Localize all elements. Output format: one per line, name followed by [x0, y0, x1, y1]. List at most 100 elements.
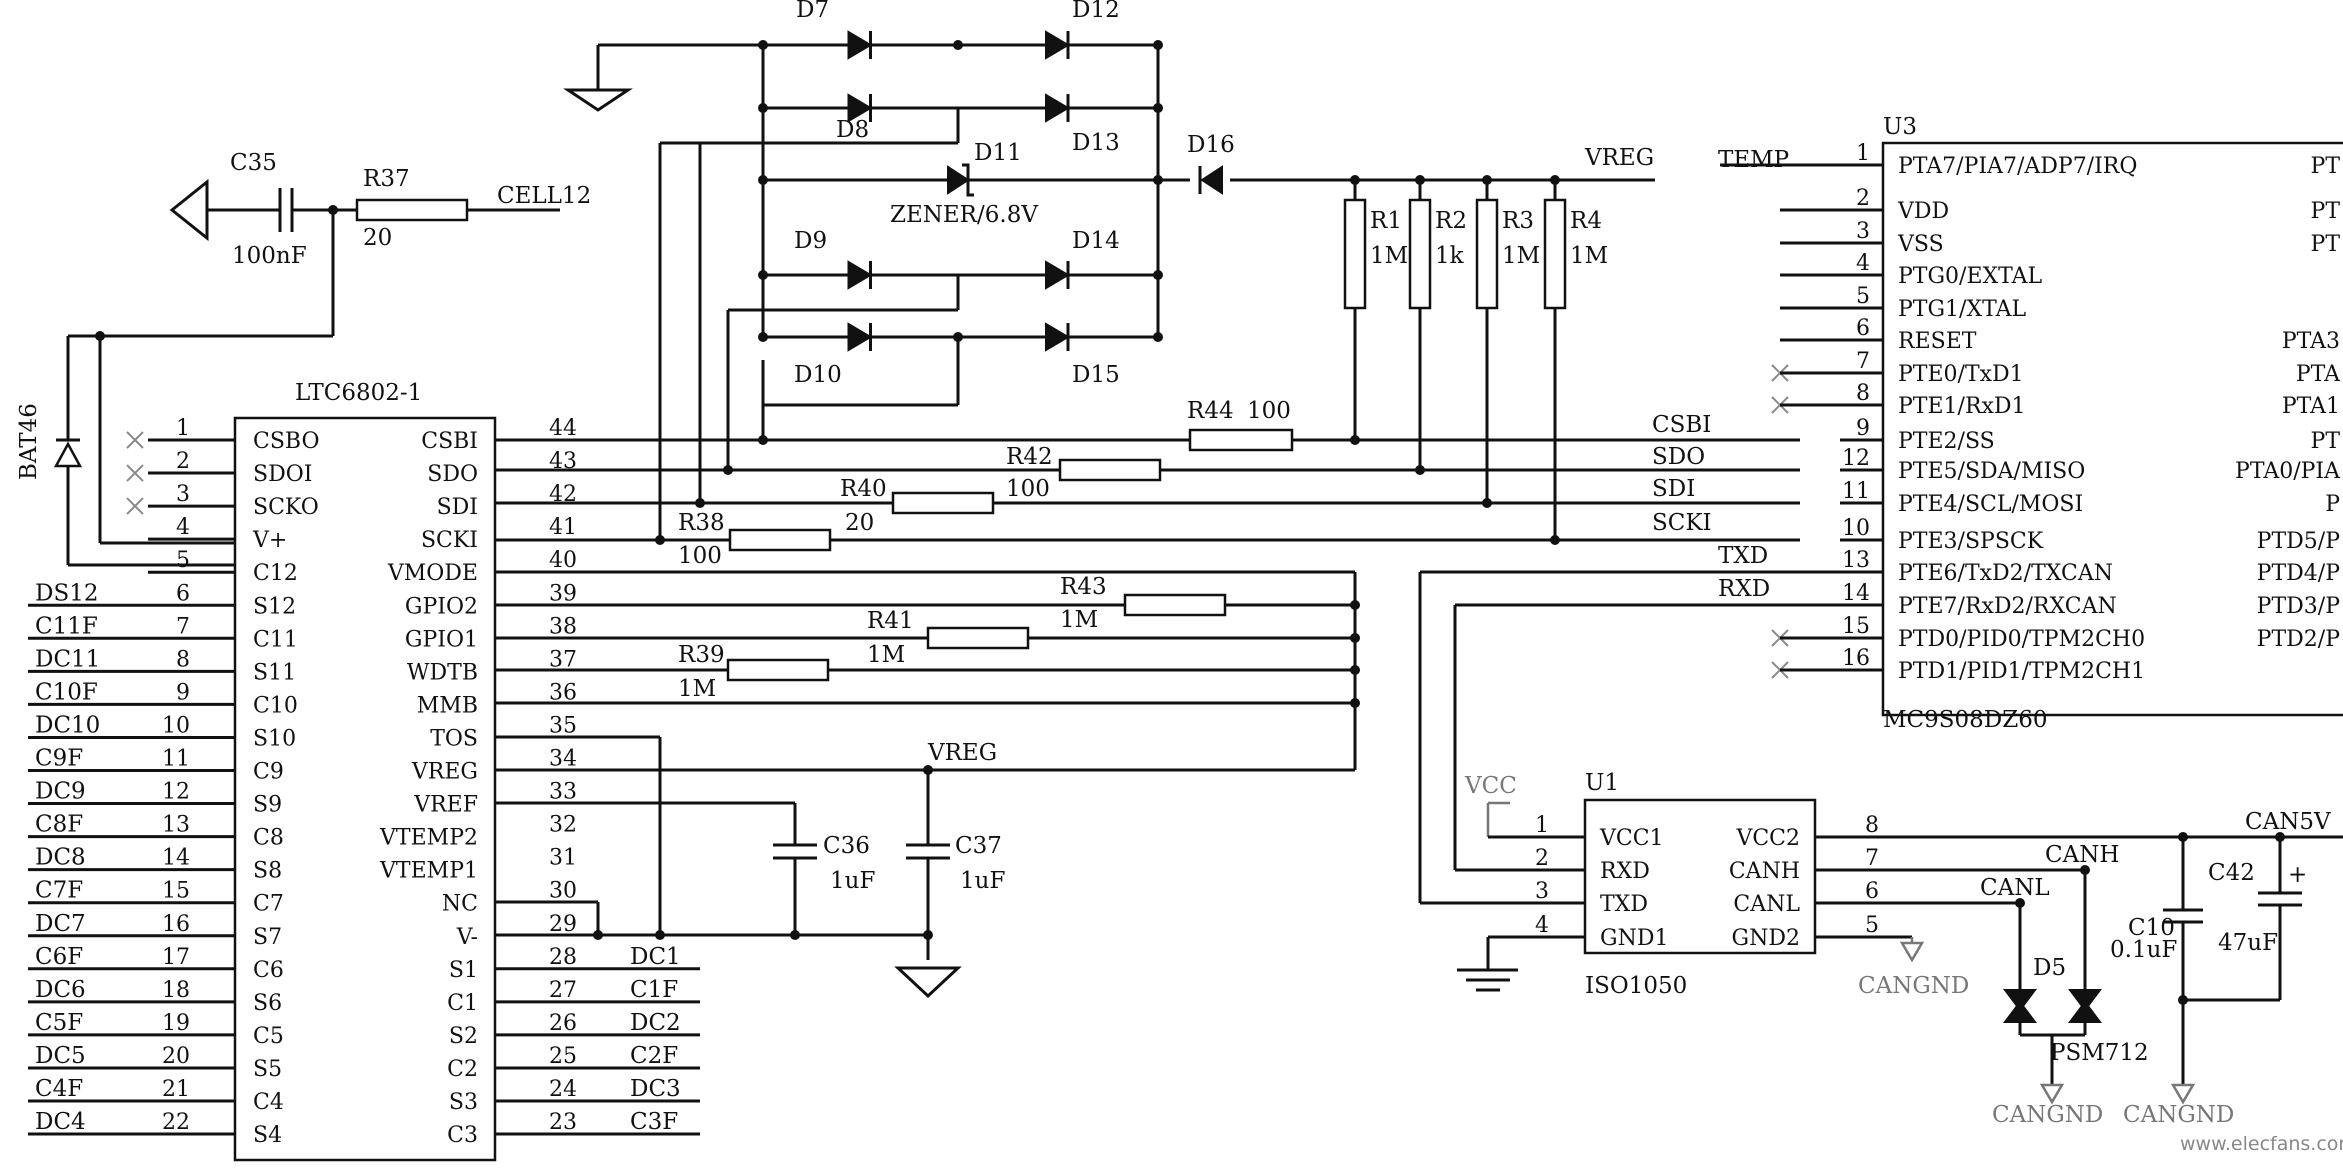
ltc-net-dc1: DC1 — [630, 944, 681, 970]
mcu-right-pin-2: PT — [2311, 199, 2341, 224]
mcu-pin-6: RESET — [1898, 329, 1977, 354]
d9-label: D9 — [794, 228, 827, 254]
cell-net-dc10: DC10 — [35, 712, 100, 738]
cell-net-ds12: DS12 — [35, 580, 98, 606]
cell-net-c5f: C5F — [35, 1010, 83, 1036]
c37-value: 1uF — [960, 868, 1005, 894]
ltc-pin-vref: VREF — [413, 793, 478, 818]
ltc-pin-num-34: 34 — [549, 747, 577, 772]
ltc-pin-scko: SCKO — [253, 495, 319, 520]
ltc-pin-num-17: 17 — [162, 945, 190, 970]
ltc-net-dc2: DC2 — [630, 1010, 681, 1036]
mcu-pin-num-2: 2 — [1856, 186, 1870, 211]
r38-ref: R38 — [678, 510, 725, 536]
ltc-pin-c2: C2 — [447, 1057, 478, 1082]
iso1050-ref-label: U1 — [1585, 770, 1619, 796]
ltc-pin-num-1: 1 — [176, 416, 190, 441]
csbi-net: CSBI — [1652, 412, 1711, 438]
ltc-pin-wdtb: WDTB — [407, 660, 478, 685]
mcu-right-pin-11: PTD4/P — [2257, 561, 2341, 586]
mcu-pin-9: PTE2/SS — [1898, 429, 1995, 454]
d14-label: D14 — [1072, 228, 1120, 254]
ltc-pin-num-24: 24 — [549, 1077, 577, 1102]
cell-net-c9f: C9F — [35, 746, 83, 772]
vreg-net-label: VREG — [927, 740, 997, 766]
mcu-right-pin-5: PTA — [2296, 362, 2341, 387]
ltc-net-c1f: C1F — [630, 977, 678, 1003]
can5v-net: CAN5V — [2245, 809, 2331, 835]
ltc-pin-v: V- — [456, 925, 478, 950]
iso-pin-vcc1: VCC1 — [1599, 826, 1664, 851]
cell-net-c11f: C11F — [35, 613, 98, 639]
ltc-pin-num-13: 13 — [162, 813, 190, 838]
c42-polarity: + — [2288, 862, 2307, 888]
ltc-pin-num-18: 18 — [162, 978, 190, 1003]
iso-pin-gnd1: GND1 — [1600, 926, 1668, 951]
ltc-pin-num-36: 36 — [549, 680, 577, 705]
cell-net-dc4: DC4 — [35, 1109, 86, 1135]
temp-net: TEMP — [1718, 147, 1789, 173]
decoupling-caps — [495, 735, 962, 999]
ltc-pin-c7: C7 — [253, 892, 284, 917]
ltc-pin-num-9: 9 — [176, 680, 190, 705]
ltc-pin-num-21: 21 — [162, 1077, 190, 1102]
ltc-pin-num-12: 12 — [162, 780, 190, 805]
d12-diode — [1045, 30, 1070, 60]
canl-net: CANL — [1980, 875, 2050, 901]
d11-label: D11 — [974, 140, 1022, 166]
mcu-right-pin-8: PTA0/PIA — [2235, 459, 2341, 484]
c35-r37-network: C35 100nF R37 20 CELL12 — [68, 150, 591, 341]
ltc-pin-num-33: 33 — [549, 780, 577, 805]
ltc-net-dc3: DC3 — [630, 1076, 681, 1102]
iso-pin-rxd: RXD — [1600, 859, 1650, 884]
ltc-pin-num-11: 11 — [162, 747, 190, 772]
cell-net-c10f: C10F — [35, 679, 98, 705]
ltc-pin-num-30: 30 — [549, 879, 577, 904]
ltc-pin-mmb: MMB — [417, 693, 478, 718]
mcu-pin-num-16: 16 — [1842, 646, 1870, 671]
ltc-pin-nc: NC — [442, 892, 478, 917]
ltc6802-chip-body — [233, 416, 497, 1162]
mcu-pin-num-1: 1 — [1856, 141, 1870, 166]
mcu-pin-num-7: 7 — [1856, 349, 1870, 374]
ltc-pin-num-32: 32 — [549, 813, 577, 838]
iso-pin-num-2: 2 — [1535, 846, 1549, 871]
ltc-pin-num-27: 27 — [549, 978, 577, 1003]
cell-net-c7f: C7F — [35, 878, 83, 904]
r40-value: 20 — [845, 510, 874, 536]
d12-label: D12 — [1072, 0, 1120, 23]
mcu-right-pin-10: PTD5/P — [2257, 529, 2341, 554]
mcu-pin-12: PTE5/SDA/MISO — [1898, 459, 2085, 484]
sdo-net: SDO — [1652, 444, 1705, 470]
ltc-pin-s6: S6 — [253, 991, 282, 1016]
mcu-wiring — [1418, 163, 1883, 905]
mcu-pin-3: VSS — [1897, 232, 1944, 257]
r37-ref: R37 — [363, 166, 410, 192]
ltc-pin-vtemp2: VTEMP2 — [379, 826, 478, 851]
ltc-pin-vreg: VREG — [411, 760, 478, 785]
iso-pin-gnd2: GND2 — [1732, 926, 1800, 951]
r43-ref: R43 — [1060, 574, 1107, 600]
mcu-right-pin-3: PT — [2311, 232, 2341, 257]
c42-ref: C42 — [2208, 860, 2255, 886]
ltc-pin-s4: S4 — [253, 1123, 282, 1148]
ltc-pin-scki: SCKI — [421, 528, 478, 553]
ltc-pin-s2: S2 — [449, 1024, 478, 1049]
can-section — [1457, 801, 2343, 1105]
ltc-net-c2f: C2F — [630, 1043, 678, 1069]
ltc-pin-sdi: SDI — [437, 495, 478, 520]
ltc-pin-s8: S8 — [253, 859, 282, 884]
diode-bridge — [563, 43, 1655, 470]
ltc-pin-num-40: 40 — [549, 548, 577, 573]
mcu-pin-8: PTE1/RxD1 — [1898, 394, 2026, 419]
cell-net-dc6: DC6 — [35, 977, 86, 1003]
iso-pin-num-1: 1 — [1535, 813, 1549, 838]
no-connect-x-ltc-3 — [126, 497, 144, 515]
cell-tap-layer: DS12C11FDC11C10FDC10C9FDC9C8FDC8C7FDC7C6… — [28, 580, 148, 1136]
ltc-pin-c8: C8 — [253, 826, 284, 851]
ltc-pin-vtemp1: VTEMP1 — [379, 859, 478, 884]
ltc-pin-sdoi: SDOI — [253, 462, 312, 487]
mcu-pin-num-4: 4 — [1856, 251, 1870, 276]
mcu-pin-num-14: 14 — [1842, 581, 1870, 606]
